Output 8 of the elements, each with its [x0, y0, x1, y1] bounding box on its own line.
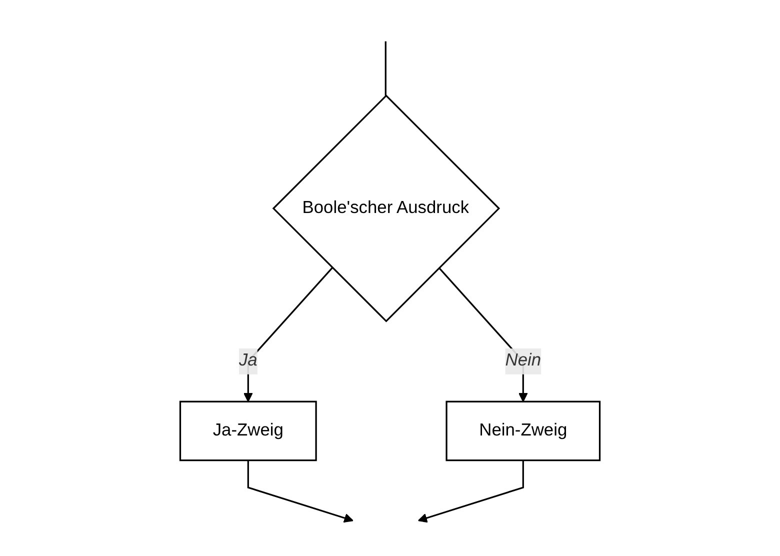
node-diamond: Boole'scher Ausdruck — [272, 94, 500, 322]
connector — [384, 41, 386, 96]
arrow — [418, 460, 524, 523]
arrow — [247, 460, 354, 523]
edge-label: Nein — [505, 352, 542, 370]
node-box: Ja-Zweig — [179, 400, 317, 462]
node-box: Nein-Zweig — [446, 400, 601, 462]
edge-label: Ja — [238, 352, 258, 370]
